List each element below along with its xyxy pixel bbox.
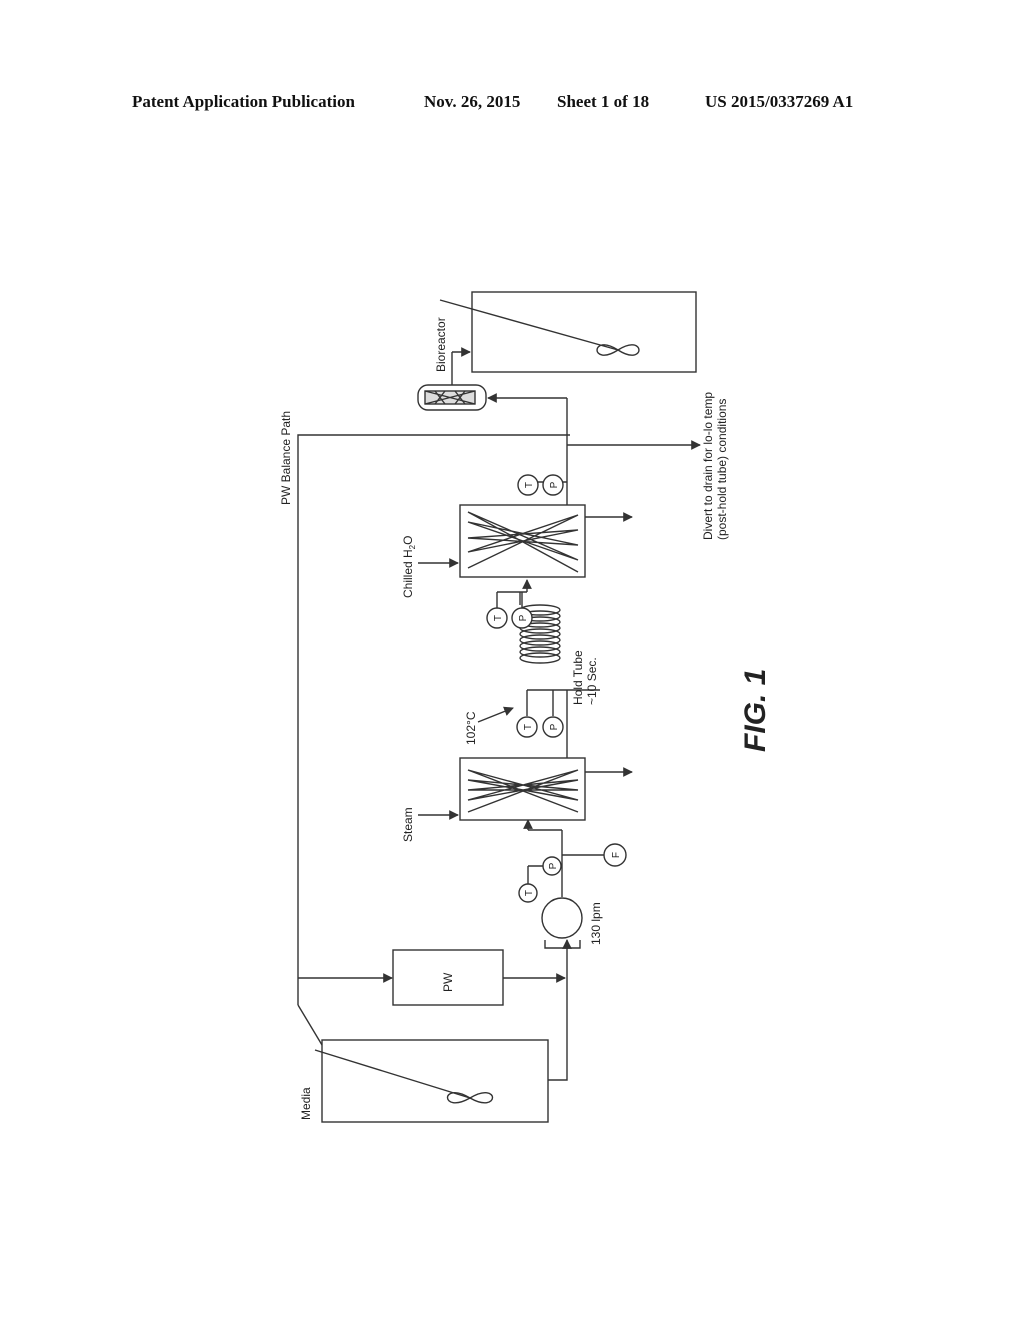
hold-tube-time-label: ~10 Sec. (585, 657, 599, 705)
publication-date: Nov. 26, 2015 (424, 92, 521, 111)
gauge-label: P (549, 723, 560, 730)
pressure-gauge-2 (542, 716, 564, 738)
patent-number: US 2015/0337269 A1 (705, 92, 854, 111)
chilled-water-label: Chilled H2O (401, 536, 417, 598)
bioreactor-label: Bioreactor (434, 317, 448, 372)
flow-gauge (603, 843, 627, 867)
pressure-gauge-1 (542, 856, 562, 876)
pw-balance-path-label: PW Balance Path (279, 411, 293, 505)
pw-tank (392, 949, 504, 1006)
hold-tube-label: Hold Tube (571, 650, 585, 705)
gauge-label: T (524, 890, 535, 896)
gauge-label: P (548, 862, 559, 869)
temperature-label: 102°C (464, 711, 478, 745)
figure-label: FIG. 1 (739, 669, 772, 752)
gauge-label: P (518, 614, 529, 621)
temperature-gauge-4 (517, 474, 539, 496)
pw-balance-path-line (297, 434, 570, 978)
bioreactor-agitator-shaft (439, 299, 619, 351)
pump (541, 897, 583, 939)
sheet-number: Sheet 1 of 18 (557, 92, 650, 111)
temperature-gauge-3 (486, 607, 508, 629)
pressure-gauge-3 (511, 607, 533, 629)
bioreactor-tank (471, 291, 697, 373)
pressure-gauge-4 (542, 474, 564, 496)
gauge-label: F (611, 852, 622, 858)
media-agitator-shaft (314, 1049, 471, 1099)
temp-pointer (477, 706, 514, 723)
gauge-label: T (523, 724, 534, 730)
steam-label: Steam (401, 807, 415, 842)
media-tank (321, 1039, 549, 1123)
temperature-gauge-2 (516, 716, 538, 738)
divert-label-line-1: Divert to drain for lo-lo temp (701, 392, 715, 540)
media-impeller (446, 1092, 494, 1104)
pump-rate-label: 130 lpm (589, 902, 603, 945)
temperature-gauge-1 (518, 883, 538, 903)
page-header: Patent Application Publication Nov. 26, … (0, 92, 1024, 112)
bioreactor-impeller (596, 344, 640, 356)
media-label: Media (299, 1087, 313, 1120)
pw-label: PW (441, 972, 455, 992)
gauge-label: T (524, 482, 535, 488)
gauge-label: P (549, 481, 560, 488)
publication-label: Patent Application Publication (132, 92, 355, 111)
gauge-label: T (493, 615, 504, 621)
divert-label-line-2: (post-hold tube) conditions (715, 399, 729, 540)
